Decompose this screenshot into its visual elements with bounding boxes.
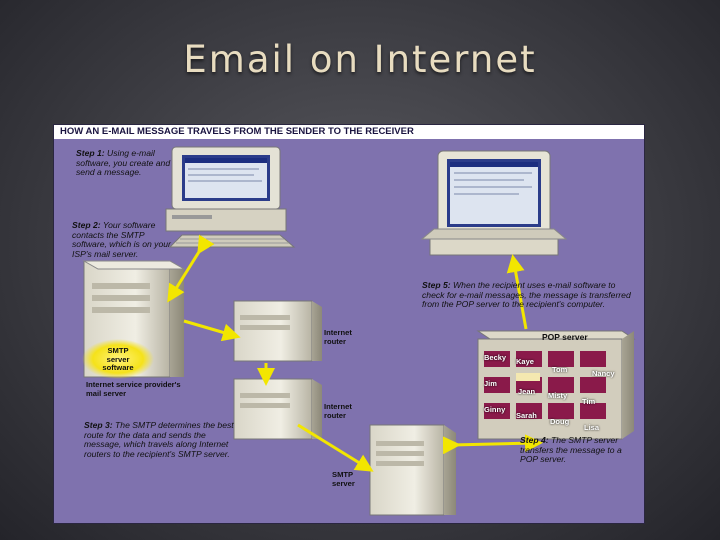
step-5-text: Step 5: When the recipient uses e-mail s… xyxy=(422,280,631,310)
mailbox-name: Jean xyxy=(518,387,536,396)
mailbox-name: Tim xyxy=(582,397,596,406)
mailbox-name: Nancy xyxy=(592,369,615,378)
mailbox-name: Sarah xyxy=(516,411,537,420)
internet-router-2-icon xyxy=(233,378,322,440)
sender-computer-icon xyxy=(165,146,296,248)
step-1-text: Step 1: Using e-mail software, you creat… xyxy=(76,148,171,178)
mailbox-name: Jim xyxy=(484,379,497,388)
slide-title: Email on Internet xyxy=(183,38,537,81)
mailbox-name: Becky xyxy=(484,353,507,362)
pop-server-label: POP server xyxy=(542,332,588,342)
smtp-server-label: SMTP server xyxy=(332,470,355,488)
email-diagram: HOW AN E-MAIL MESSAGE TRAVELS FROM THE S… xyxy=(53,124,645,524)
internet-router-2-label: Internet router xyxy=(324,402,352,420)
diagram-artwork xyxy=(82,146,636,516)
internet-router-1-label: Internet router xyxy=(324,328,352,346)
flow-arrows xyxy=(167,234,543,472)
figure-header: HOW AN E-MAIL MESSAGE TRAVELS FROM THE S… xyxy=(54,125,644,139)
mailbox-name: Tom xyxy=(552,365,568,374)
step-3-text: Step 3: The SMTP determines the best rou… xyxy=(84,420,234,459)
mailbox-name: Lisa xyxy=(584,423,600,432)
mailbox-name: Doug xyxy=(550,417,570,426)
isp-mail-server-label: Internet service provider's mail server xyxy=(86,380,181,398)
mailbox-name: Ginny xyxy=(484,405,506,414)
pop-server-icon xyxy=(476,330,636,440)
recipient-computer-icon xyxy=(420,150,568,256)
isp-mail-server-icon xyxy=(82,260,186,379)
smtp-server-software-label: SMTP server software xyxy=(102,346,134,373)
mailbox-name: Kaye xyxy=(516,357,534,366)
step-4-text: Step 4: The SMTP server transfers the me… xyxy=(520,435,622,465)
internet-router-1-icon xyxy=(233,300,322,362)
step-2-text: Step 2: Your software contacts the SMTP … xyxy=(72,220,171,259)
smtp-server-icon xyxy=(369,424,456,516)
mailbox-name: Misty xyxy=(548,391,568,400)
